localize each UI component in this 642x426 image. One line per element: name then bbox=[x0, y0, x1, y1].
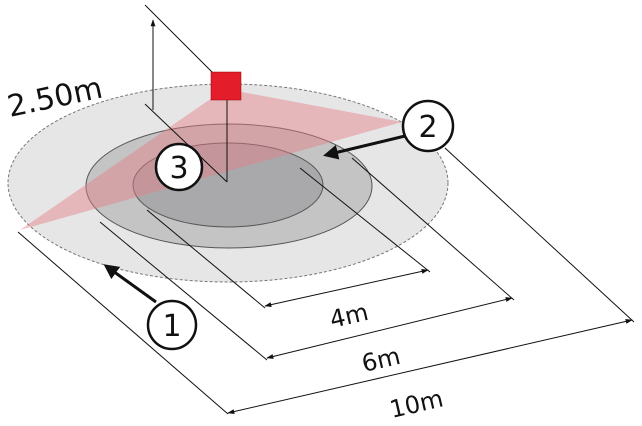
guide-line bbox=[144, 4, 214, 74]
callout-arrow-1 bbox=[103, 264, 157, 304]
dimension-label-6m: 6m bbox=[359, 342, 403, 378]
sensor-icon bbox=[210, 71, 242, 101]
svg-text:1: 1 bbox=[162, 309, 181, 344]
callout-arrow-2 bbox=[323, 134, 406, 160]
detection-beam bbox=[20, 92, 402, 230]
dimension-label-10m: 10m bbox=[387, 384, 446, 423]
dimension-line-10m bbox=[227, 319, 633, 414]
callout-2: 2 bbox=[401, 99, 455, 153]
guide-line bbox=[144, 103, 228, 183]
svg-text:2: 2 bbox=[418, 110, 437, 145]
dimension-label-4m: 4m bbox=[327, 298, 371, 334]
callout-3: 3 bbox=[154, 142, 204, 192]
callout-1: 1 bbox=[146, 299, 198, 351]
svg-text:3: 3 bbox=[169, 151, 188, 186]
